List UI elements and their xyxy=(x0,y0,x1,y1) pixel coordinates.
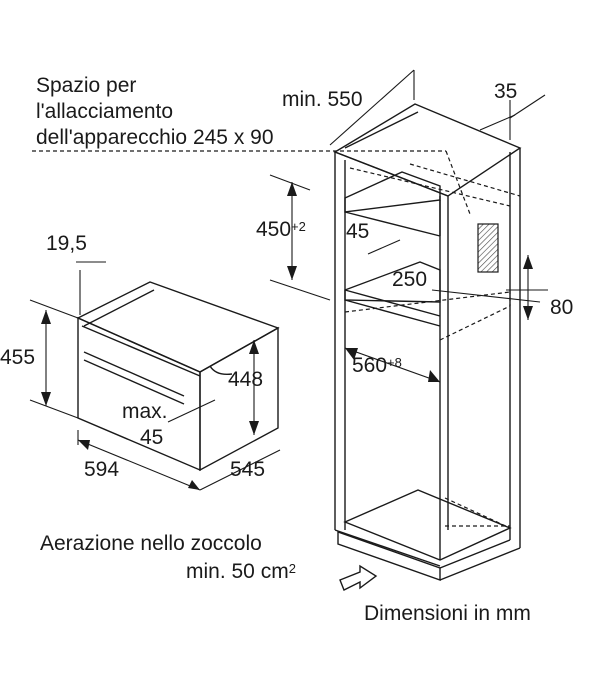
connection-box xyxy=(477,223,499,273)
appliance-width-label: 594 xyxy=(84,458,120,481)
inner-height-label: 448 xyxy=(228,368,264,391)
height-80-label: 80 xyxy=(550,296,574,319)
appliance-depth-label: 545 xyxy=(230,458,266,481)
niche-height-label: 450+2 xyxy=(256,218,306,241)
side-gap-label: 35 xyxy=(494,80,518,103)
ventilation-arrow-icon xyxy=(339,564,378,591)
min-depth-label: min. 550 xyxy=(282,88,363,111)
connection-note-line1: Spazio per xyxy=(36,74,137,97)
connection-note-line2: l'allacciamento xyxy=(36,100,174,123)
appliance-height-label: 455 xyxy=(0,346,36,369)
max-label: max. xyxy=(122,400,168,423)
max-value-label: 45 xyxy=(140,426,164,449)
ventilation-note-line1: Aerazione nello zoccolo xyxy=(40,532,262,555)
dimension-lines xyxy=(29,69,548,491)
gap-45-label: 45 xyxy=(346,220,370,243)
tall-cabinet xyxy=(333,103,522,581)
ventilation-note-line2: min. 50 cm2 xyxy=(186,560,296,583)
connection-note-line3: dell'apparecchio 245 x 90 xyxy=(36,126,274,149)
depth-250-label: 250 xyxy=(392,268,428,291)
hidden-lines xyxy=(32,150,521,529)
front-depth-label: 19,5 xyxy=(46,232,87,255)
width-560-label: 560+8 xyxy=(352,354,402,377)
arrowheads xyxy=(41,182,533,490)
oven-appliance xyxy=(76,281,280,472)
units-caption: Dimensioni in mm xyxy=(364,602,531,625)
